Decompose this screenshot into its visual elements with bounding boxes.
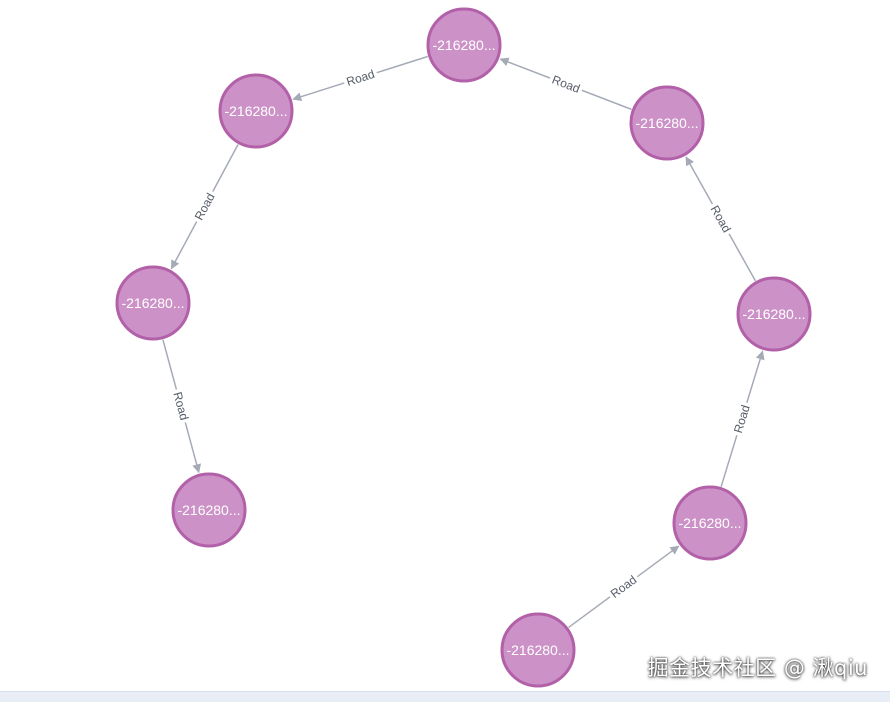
- graph-node-1[interactable]: -216280...: [426, 7, 502, 83]
- edge-label: Road: [550, 73, 582, 96]
- graph-node-2[interactable]: -216280...: [218, 73, 294, 149]
- edge-label-background: [605, 570, 642, 603]
- node-circle[interactable]: [500, 612, 576, 688]
- node-circle[interactable]: [629, 85, 705, 161]
- edge-label-background: [189, 187, 219, 225]
- edge-label-group: Road: [605, 570, 642, 603]
- edge-label-group: Road: [189, 187, 219, 225]
- node-circle[interactable]: [115, 265, 191, 341]
- edge-label: Road: [170, 390, 191, 421]
- edge-label-group: Road: [729, 400, 754, 438]
- watermark: 掘金技术社区 @ 湫qiu: [647, 656, 868, 680]
- graph-node-8[interactable]: -216280...: [500, 612, 576, 688]
- edge-road-2[interactable]: Road: [720, 350, 765, 487]
- edge-road-3[interactable]: Road: [685, 156, 757, 282]
- graph-node-3[interactable]: -216280...: [115, 265, 191, 341]
- edge-label: Road: [731, 403, 753, 435]
- node-label: -216280...: [432, 37, 495, 53]
- edge-road-7[interactable]: Road: [162, 339, 202, 474]
- node-label: -216280...: [678, 515, 741, 531]
- node-circle[interactable]: [218, 73, 294, 149]
- edge-label-background: [729, 400, 754, 438]
- nodes-layer: -216280... -216280... -216280... -216280...…: [115, 7, 812, 688]
- edge-label-group: Road: [547, 70, 585, 97]
- node-circle[interactable]: [426, 7, 502, 83]
- edge-label-background: [169, 387, 194, 425]
- edge-road-4[interactable]: Road: [499, 57, 632, 111]
- edge-label-background: [547, 70, 585, 97]
- node-label: -216280...: [121, 295, 184, 311]
- edge-label-background: [341, 65, 379, 90]
- graph-node-6[interactable]: -216280...: [736, 276, 812, 352]
- node-circle[interactable]: [171, 472, 247, 548]
- edge-label-group: Road: [706, 200, 737, 238]
- graph-node-7[interactable]: -216280...: [672, 485, 748, 561]
- edge-road-5[interactable]: Road: [292, 55, 429, 102]
- edge-label-group: Road: [169, 387, 194, 425]
- node-circle[interactable]: [672, 485, 748, 561]
- bottom-scroll-strip: [0, 691, 890, 702]
- edge-road-1[interactable]: Road: [568, 545, 680, 629]
- node-label: -216280...: [742, 306, 805, 322]
- graph-node-4[interactable]: -216280...: [171, 472, 247, 548]
- edge-label: Road: [345, 67, 377, 89]
- node-label: -216280...: [224, 103, 287, 119]
- graph-node-5[interactable]: -216280...: [629, 85, 705, 161]
- edge-label-group: Road: [341, 65, 379, 90]
- node-label: -216280...: [506, 642, 569, 658]
- node-label: -216280...: [177, 502, 240, 518]
- edge-road-6[interactable]: Road: [170, 144, 239, 270]
- node-circle[interactable]: [736, 276, 812, 352]
- node-label: -216280...: [635, 115, 698, 131]
- edge-label: Road: [708, 203, 734, 235]
- edge-label-background: [706, 200, 737, 238]
